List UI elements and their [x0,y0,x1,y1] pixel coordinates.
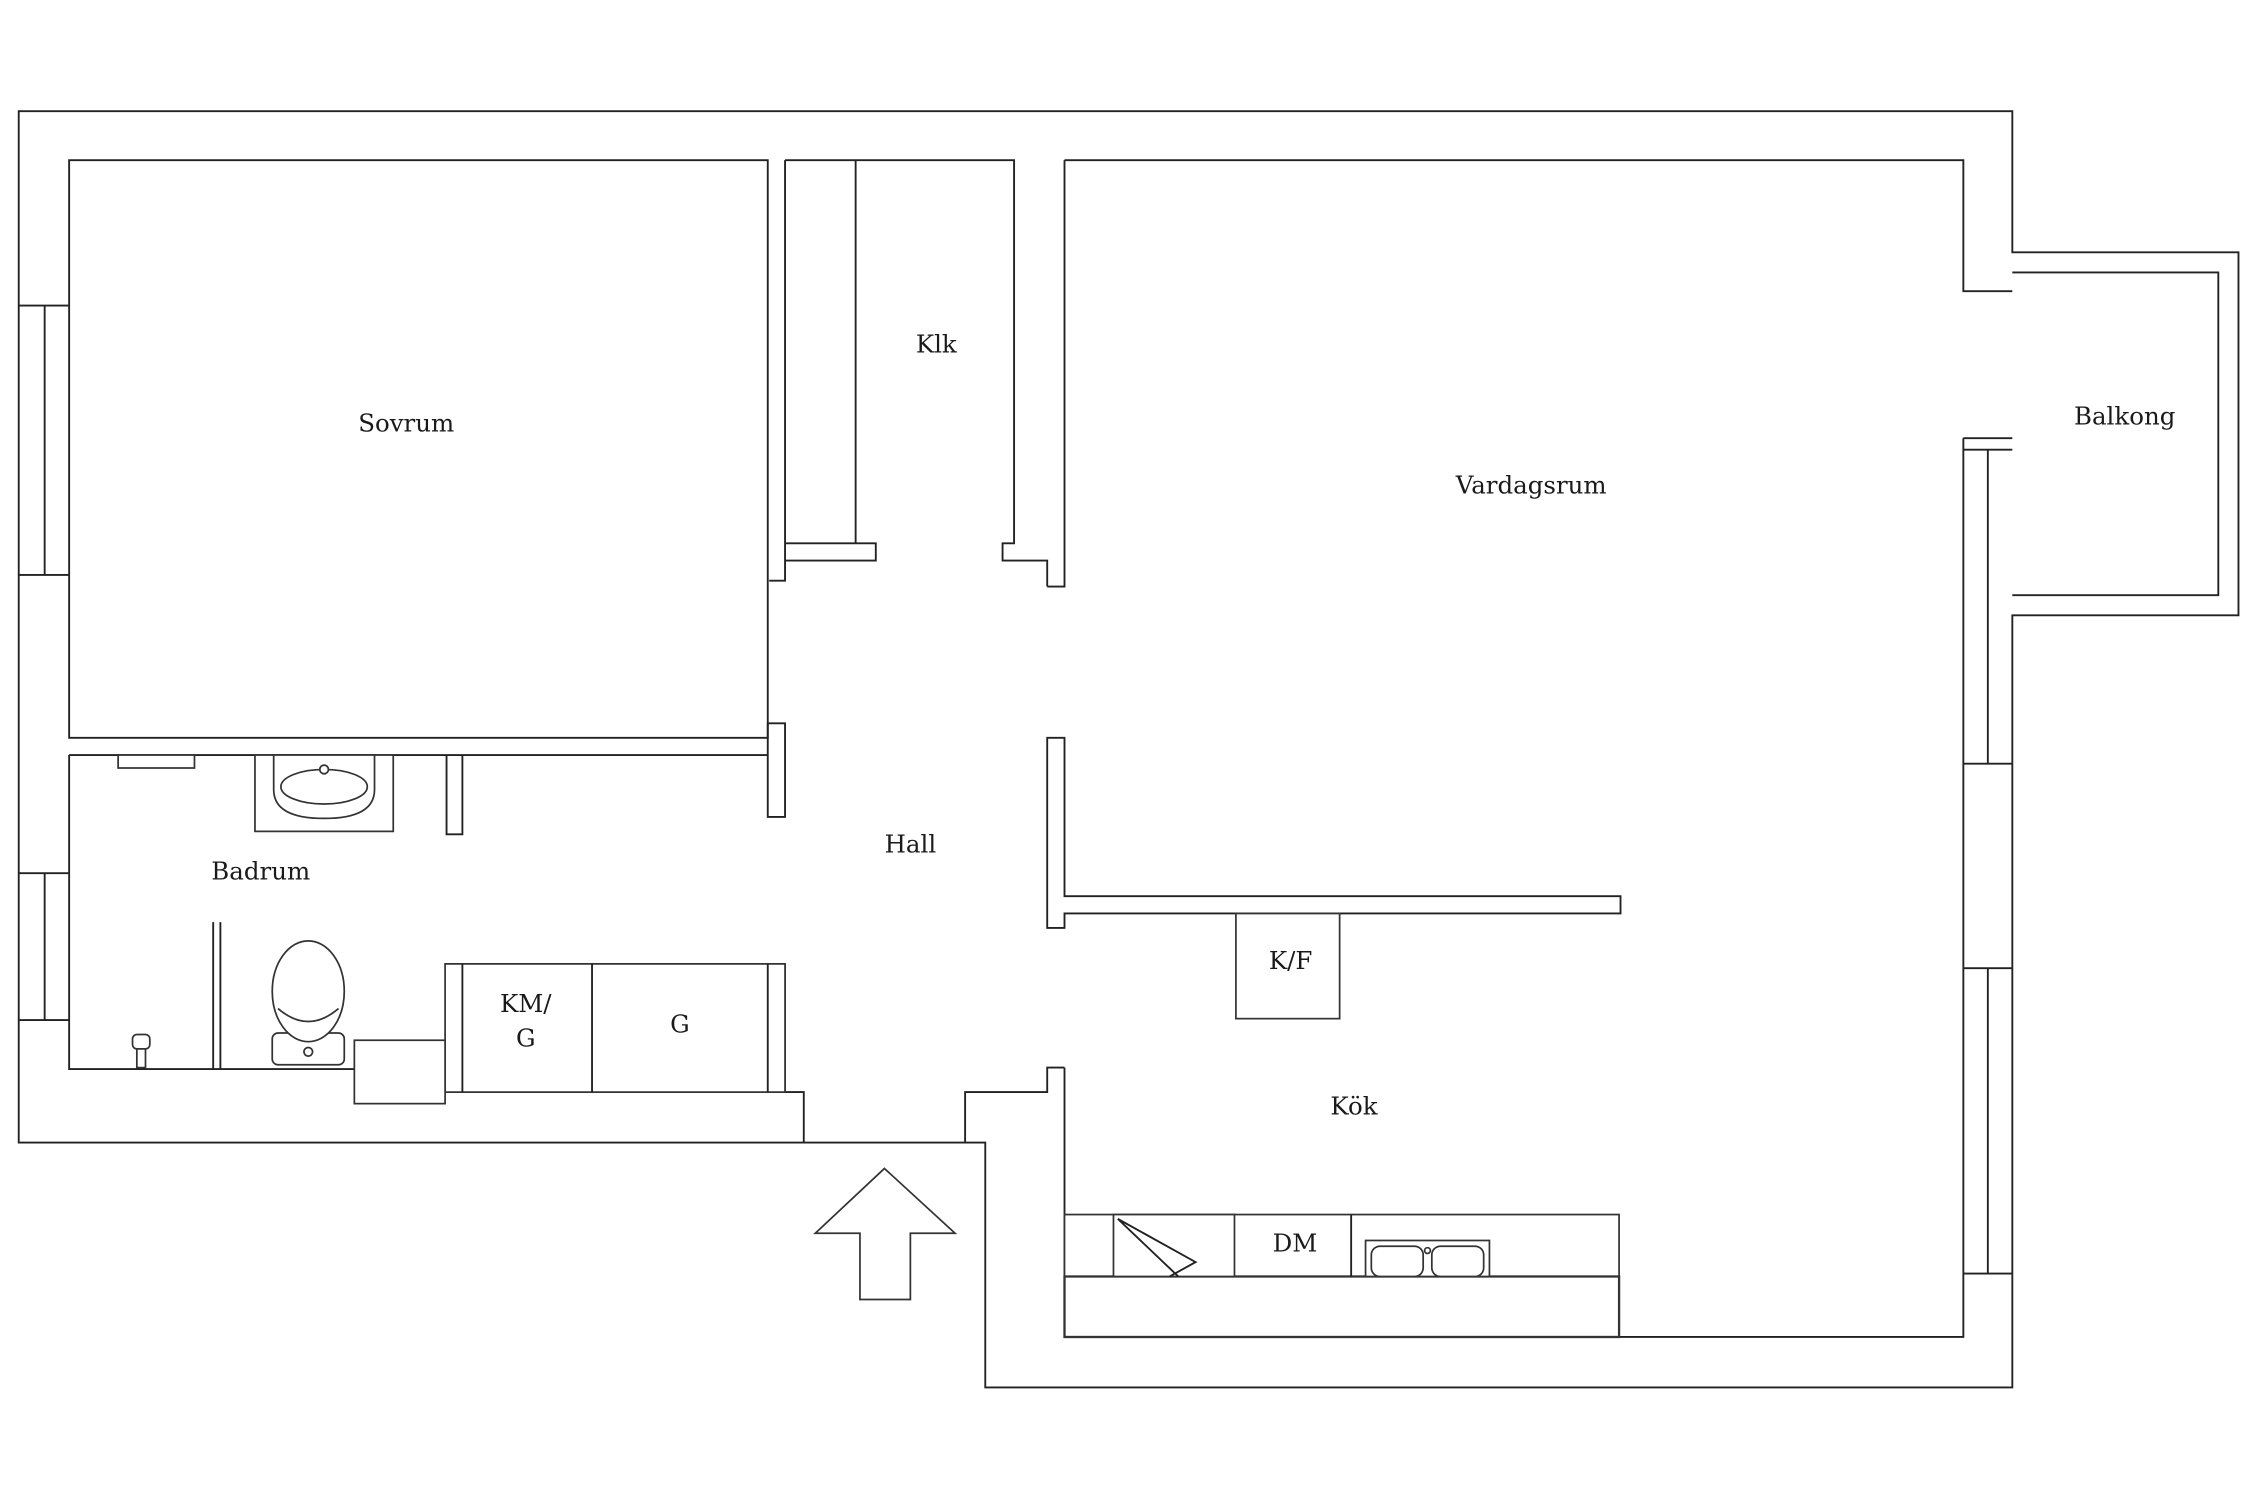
badrum-window [18,872,70,1022]
kitchen-left-wall [964,1066,1066,1337]
sovrum-window [18,304,70,576]
bath-top-wall [69,722,786,836]
fixture-label-kf: K/F [1269,946,1313,975]
room-label-balkong: Balkong [2074,401,2175,430]
room-label-kok: Kök [1330,1091,1377,1120]
kitchen-partition [1046,736,1622,929]
outer-wall [17,110,2240,1389]
entrance-wall [784,963,805,1143]
stove [1112,1213,1236,1278]
stove-mark [1117,1218,1198,1278]
vardagsrum-wall [1047,159,2013,1338]
towel-rail [117,754,196,769]
sovrum-wall [68,159,769,739]
bathroom-sink-icon [254,754,395,833]
vardagsrum-window [1963,448,2013,1275]
bath-partition [212,922,222,1070]
klk-wall [769,159,1049,587]
badrum-wall [68,755,355,1070]
fixture-label-dm: DM [1273,1228,1318,1257]
entrance-arrow-icon [813,1167,958,1301]
bath-cabinet [353,1039,446,1105]
kitchen-counter-front [1063,1275,1621,1339]
wardrobe-kmg [444,963,786,1093]
fridge-freezer [1235,912,1341,1020]
room-label-hall: Hall [885,829,937,858]
balkong-wall [2012,271,2220,597]
fixture-label-kmg-1: KM/ [500,989,552,1018]
toilet-icon [271,939,346,1066]
fixture-label-kmg-2: G [516,1024,536,1053]
room-label-badrum: Badrum [211,857,310,886]
fixture-label-g: G [670,1009,690,1038]
wardrobe-inner [461,963,769,1093]
room-label-vardagsrum: Vardagsrum [1455,471,1607,500]
room-label-sovrum: Sovrum [358,409,454,438]
room-label-klk: Klk [916,329,957,358]
kitchen-sink-icon [1364,1239,1491,1278]
shower-tap-icon [131,1033,151,1069]
